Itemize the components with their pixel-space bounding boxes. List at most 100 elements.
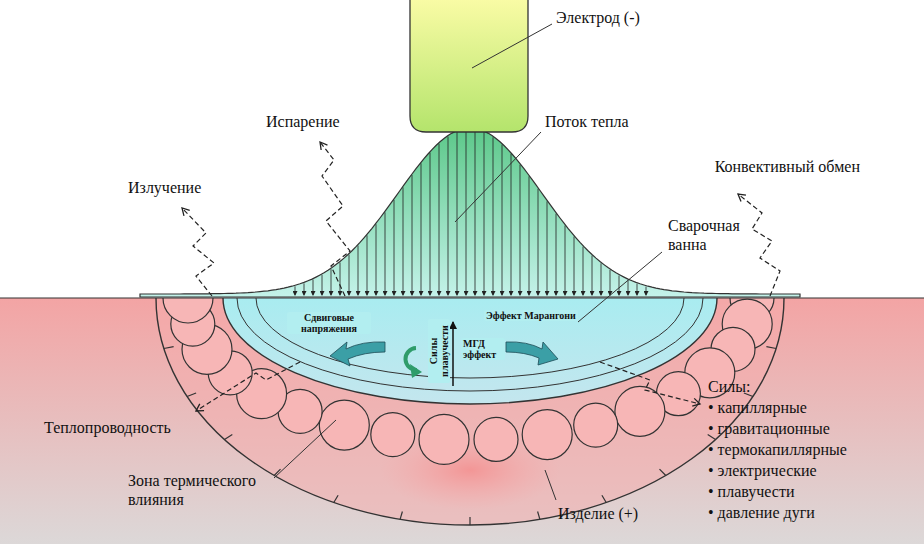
workpiece-label: Изделие (+): [558, 504, 638, 523]
label-text: Силы:: [708, 377, 750, 396]
heat-arrow: [367, 235, 368, 295]
label-text: • термокапиллярные: [708, 440, 847, 459]
heat-arrow: [547, 201, 548, 295]
label-text: Зона термического влияния: [128, 471, 278, 509]
heat-arrow: [646, 287, 647, 295]
label-text: • капиллярные: [708, 398, 807, 417]
haz-tick: [660, 469, 666, 475]
heat-arrow: [340, 263, 341, 296]
grain: [615, 386, 665, 436]
heat-arrow: [412, 175, 413, 295]
weld-pool-label: Сварочная ванна: [668, 216, 758, 254]
grain: [319, 400, 369, 450]
heat-arrow: [610, 270, 611, 295]
label-text: Конвективный обмен: [700, 157, 860, 176]
forces-heading: Силы:: [708, 377, 750, 396]
radiation-arrow: [182, 208, 214, 296]
heat-arrow: [331, 269, 332, 295]
heat-flux: [140, 128, 800, 297]
pool-layer: [237, 298, 703, 391]
electrode-label: Электрод (-): [556, 8, 640, 27]
heat-arrow: [502, 145, 503, 295]
label-text: • электрические: [708, 461, 817, 480]
label-text: Испарение: [266, 112, 340, 131]
convection-arrow: [738, 194, 780, 296]
heat-arrow: [466, 129, 467, 295]
vortex-head: [410, 364, 422, 378]
force-item: • давление дуги: [708, 503, 815, 522]
marangoni-label: Эффект Марангони: [484, 310, 578, 321]
heat-arrow: [304, 283, 305, 295]
evaporation-label: Испарение: [266, 112, 340, 131]
heat-arrow: [439, 144, 440, 295]
haz-boundary: [156, 298, 784, 525]
heat-arrow: [475, 129, 476, 295]
heat-arrow: [493, 137, 494, 295]
leader-line: [455, 132, 541, 222]
grain: [163, 298, 213, 323]
heat-arrow: [376, 224, 377, 295]
forces-arrow: [600, 362, 700, 404]
haz-tick: [164, 347, 174, 349]
heat-flux-label: Поток тепла: [545, 112, 629, 131]
haz-tick: [538, 512, 540, 520]
heat-arrow: [349, 255, 350, 295]
heat-arrow: [637, 284, 638, 295]
heat-arrow: [628, 280, 629, 295]
haz-label: Зона термического влияния: [128, 471, 278, 509]
marangoni-arrow: [506, 342, 558, 365]
label-text: Излучение: [128, 178, 201, 197]
label-text: Эффект Марангони: [486, 310, 576, 321]
label-text: • давление дуги: [708, 503, 815, 522]
heat-arrow: [520, 165, 521, 295]
leader-line: [274, 420, 336, 478]
heat-arrow: [358, 246, 359, 296]
label-text: • плавучести: [708, 482, 794, 501]
haz-tick: [766, 347, 776, 349]
haz-tick: [400, 512, 402, 520]
label-text: Изделие (+): [558, 504, 638, 523]
heat-arrow: [538, 189, 539, 295]
heat-arrow: [592, 256, 593, 296]
evaporation-arrow: [320, 142, 350, 296]
heat-arrow: [448, 137, 449, 295]
conduction-arrow: [196, 362, 300, 411]
heat-arrow: [430, 153, 431, 295]
radiation-label: Излучение: [128, 178, 201, 197]
grain: [474, 417, 518, 461]
leader-line: [472, 24, 552, 68]
label-text: Поток тепла: [545, 112, 629, 131]
haz-tick: [187, 393, 196, 397]
mhd-label: МГД эффект: [461, 338, 505, 360]
haz-tick: [334, 495, 338, 502]
heat-curve: [140, 128, 800, 297]
haz-tick: [225, 435, 233, 440]
shear-label: Сдвиговые напряжения: [287, 312, 371, 334]
grain: [371, 413, 415, 457]
electrode: [410, 0, 528, 132]
heat-arrow: [583, 247, 584, 295]
label-text: • гравитационные: [708, 419, 830, 438]
heat-arrow: [421, 163, 422, 295]
label-text: МГД эффект: [463, 338, 503, 360]
heat-arrow: [457, 132, 458, 295]
grain: [522, 410, 572, 460]
haz-tick: [602, 495, 606, 502]
heat-arrow: [385, 212, 386, 295]
buoyancy-arrow: [452, 322, 454, 386]
force-item: • капиллярные: [708, 398, 807, 417]
grain: [574, 403, 618, 447]
label-text: Теплопроводность: [44, 418, 171, 437]
force-item: • плавучести: [708, 482, 794, 501]
heat-arrow: [313, 280, 314, 295]
heat-arrow: [565, 226, 566, 296]
heat-arrow: [529, 176, 530, 295]
force-item: • электрические: [708, 461, 817, 480]
label-text: Электрод (-): [556, 8, 640, 27]
buoyancy-label: Силы плавучести: [428, 319, 450, 383]
heat-arrow: [601, 263, 602, 295]
heat-arrow: [322, 275, 323, 295]
weld-pool: [223, 298, 717, 404]
heat-arrow: [556, 214, 557, 295]
